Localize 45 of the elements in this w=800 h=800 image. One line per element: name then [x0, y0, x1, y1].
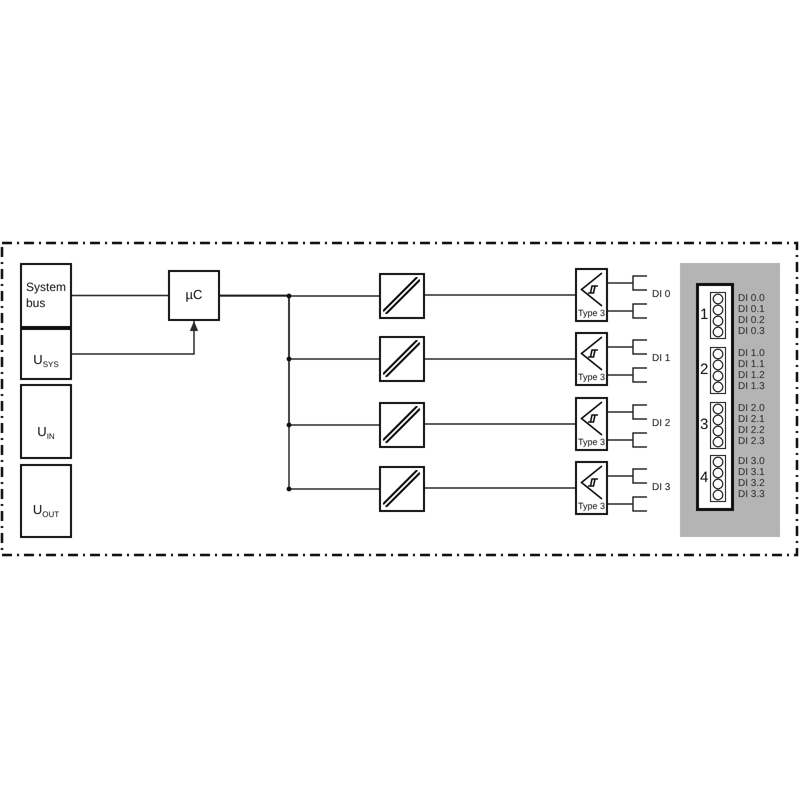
connector-line	[220, 294, 379, 490]
terminal-label: DI 3.2	[738, 478, 765, 489]
terminal-label: DI 3.1	[738, 467, 765, 478]
plug-number: 3	[700, 416, 708, 434]
voltage-block: U$_{OUT}$	[20, 464, 72, 538]
type-label: Type 3	[578, 372, 606, 382]
plug-number: 2	[700, 361, 708, 379]
terminal-label: DI 2.1	[738, 414, 765, 425]
channel-label: DI 0	[652, 289, 670, 301]
type-label: Type 3	[578, 308, 606, 318]
plug-number: 4	[700, 469, 708, 487]
type-label: Type 3	[578, 437, 606, 447]
voltage-block: U$_{IN}$	[20, 384, 72, 459]
terminal-label: DI 1.2	[738, 370, 765, 381]
input-circuit-box	[575, 461, 608, 515]
terminal-label: DI 3.0	[738, 456, 765, 467]
input-circuit-box	[575, 397, 608, 451]
microcontroller-box: µC	[168, 270, 220, 321]
connector-line	[220, 295, 379, 297]
input-circuit-box	[575, 332, 608, 386]
plug-number: 1	[700, 306, 708, 324]
connector-line	[425, 487, 575, 489]
terminal-label: DI 1.1	[738, 359, 765, 370]
input-circuit-box	[575, 268, 608, 322]
connector-line	[425, 294, 575, 296]
terminal-label: DI 1.0	[738, 348, 765, 359]
terminal-label: DI 0.2	[738, 315, 765, 326]
terminal-label: DI 2.2	[738, 425, 765, 436]
connector-line	[425, 423, 575, 425]
voltage-block: U$_{SYS}$	[20, 328, 72, 380]
terminal-label: DI 0.0	[738, 293, 765, 304]
system-bus-block: System bus	[20, 263, 72, 328]
connector-line	[72, 294, 168, 296]
terminal-label: DI 3.3	[738, 489, 765, 500]
channel-label: DI 1	[652, 353, 670, 365]
terminal-label: DI 2.3	[738, 436, 765, 447]
arrow	[72, 321, 198, 355]
terminal-label: DI 2.0	[738, 403, 765, 414]
type-label: Type 3	[578, 501, 606, 511]
channel-label: DI 3	[652, 482, 670, 494]
channel-label: DI 2	[652, 418, 670, 430]
terminal-label: DI 1.3	[738, 381, 765, 392]
terminal-label: DI 0.3	[738, 326, 765, 337]
connector-line	[425, 358, 575, 360]
terminal-label: DI 0.1	[738, 304, 765, 315]
